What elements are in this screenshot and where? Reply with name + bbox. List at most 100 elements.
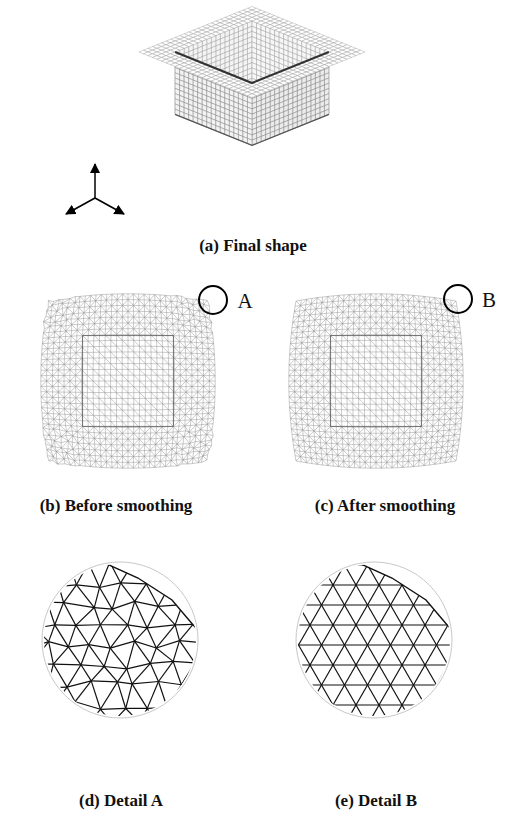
mesh-line	[101, 306, 106, 312]
mesh-line	[174, 358, 180, 364]
mesh-line	[59, 348, 64, 353]
mesh-line	[180, 364, 186, 370]
mesh-line	[151, 369, 157, 375]
mesh-line	[78, 319, 83, 324]
mesh-line	[209, 365, 215, 370]
mesh-line	[58, 392, 64, 398]
mesh-line	[49, 332, 55, 338]
mesh-line	[116, 404, 122, 410]
mesh-line	[157, 387, 163, 393]
mesh-line	[55, 326, 62, 332]
mesh-line	[163, 381, 169, 387]
mesh-line	[99, 398, 105, 404]
mesh-line	[53, 392, 59, 397]
mesh-line	[196, 332, 201, 337]
mesh-line	[209, 397, 215, 403]
mesh-line	[161, 312, 167, 318]
mesh-line	[96, 301, 101, 306]
mesh-line	[111, 398, 117, 404]
mesh-line	[160, 301, 166, 307]
mesh-line	[94, 347, 100, 353]
mesh-line	[206, 322, 211, 327]
mesh-line	[84, 307, 90, 313]
mesh-line	[62, 303, 67, 307]
mesh-line	[133, 294, 134, 468]
mesh-line	[174, 342, 179, 347]
mesh-line	[203, 392, 209, 398]
mesh-line	[122, 375, 128, 381]
mesh-line	[70, 398, 76, 403]
mesh-line	[111, 352, 117, 358]
mesh-line	[151, 358, 157, 364]
mesh-line	[206, 327, 212, 333]
mesh-line	[41, 359, 47, 365]
mesh-line	[145, 375, 151, 381]
mesh-line	[76, 347, 82, 353]
mesh-line	[52, 300, 59, 306]
mesh-line	[111, 329, 117, 335]
mesh-line	[180, 353, 186, 359]
mesh-line	[91, 295, 96, 300]
mesh-line	[76, 370, 82, 376]
mesh-line	[52, 305, 57, 311]
mesh-line	[192, 398, 198, 403]
mesh-line	[94, 329, 100, 335]
mesh-line	[182, 309, 188, 315]
mesh-line	[192, 387, 198, 392]
mesh-line	[133, 300, 138, 306]
mesh-line	[128, 369, 134, 375]
mesh-line	[201, 327, 206, 332]
mesh-line	[139, 323, 145, 329]
mesh-line	[209, 370, 215, 375]
mesh-line	[48, 349, 53, 354]
mesh-line	[55, 332, 60, 337]
mesh-line	[55, 315, 63, 322]
mesh-line	[52, 370, 58, 376]
mesh-line	[51, 318, 55, 323]
mesh-line	[204, 381, 210, 386]
mesh-line	[111, 311, 117, 317]
mesh-line	[134, 317, 140, 323]
cup-bottom-edge	[175, 114, 329, 145]
mesh-before-smoothing	[41, 294, 215, 468]
mesh-line	[144, 306, 150, 312]
mesh-line	[93, 381, 99, 387]
mesh-line	[116, 358, 122, 364]
mesh-line	[75, 296, 80, 302]
mesh-line	[139, 346, 145, 352]
mesh-line	[47, 305, 52, 311]
mesh-line	[203, 354, 209, 360]
mesh-line	[140, 393, 146, 399]
mesh-line	[59, 398, 65, 403]
axis-triad	[66, 164, 124, 214]
mesh-line	[150, 306, 155, 312]
mesh-line	[106, 312, 111, 318]
mesh-line	[54, 337, 60, 343]
mesh-line	[150, 295, 155, 300]
mesh-line	[59, 300, 62, 304]
mesh-line	[59, 342, 65, 348]
mesh-line	[60, 331, 66, 337]
mesh-line	[90, 307, 95, 312]
mesh-line	[179, 330, 185, 336]
mesh-line	[93, 404, 99, 410]
mesh-line	[73, 314, 78, 319]
mesh-line	[193, 311, 199, 315]
mesh-line	[176, 304, 181, 307]
mesh-line	[180, 392, 186, 398]
mesh-line	[101, 300, 107, 306]
mesh-line	[140, 369, 146, 375]
mesh-line	[75, 303, 79, 308]
mesh-line	[203, 397, 209, 402]
mesh-line	[117, 346, 123, 352]
mesh-line	[100, 318, 105, 324]
mesh-line	[145, 387, 151, 393]
mesh-line	[95, 306, 101, 312]
mesh-line	[70, 403, 76, 409]
mesh-line	[139, 329, 145, 335]
mesh-line	[87, 398, 93, 404]
mesh-line	[53, 354, 59, 359]
mesh-line	[186, 392, 192, 397]
mesh-line	[163, 370, 169, 376]
mesh-line	[41, 397, 47, 403]
